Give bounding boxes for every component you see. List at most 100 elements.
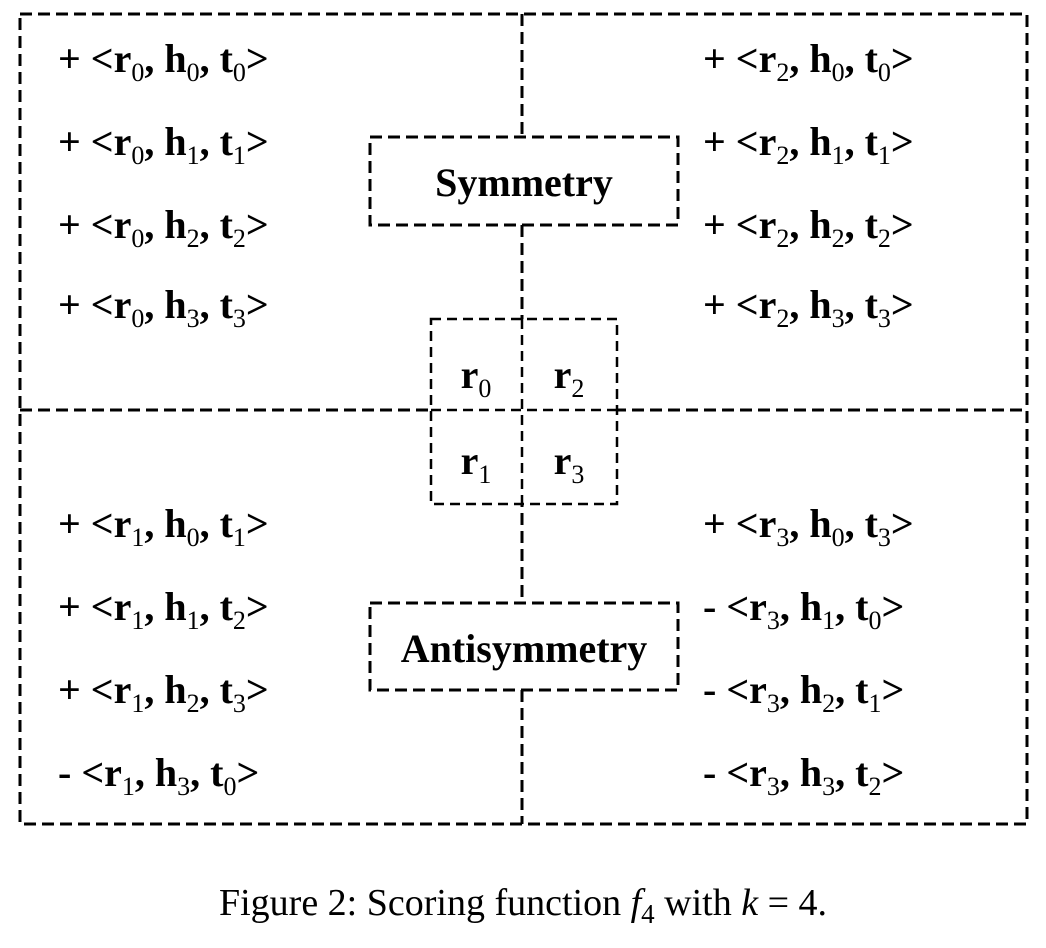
term-r-index: 0 [131,141,144,170]
figure-caption: Figure 2: Scoring function f4 with k = 4… [219,882,827,929]
term-r-index: 0 [131,224,144,253]
antisymmetry-box [368,601,680,692]
term-sign-open-r: + <r [703,36,776,81]
term-sign-open-r: + <r [58,501,131,546]
term-t-index: 3 [233,304,246,333]
term-t: , t [200,119,234,164]
term-t: , t [200,667,234,712]
term-h: , h [780,750,822,795]
term-h-index: 3 [187,304,200,333]
symmetry-label: Symmetry [435,160,613,205]
term-close: > [881,667,904,712]
term-t-index: 3 [878,523,891,552]
term-t: , t [845,202,879,247]
term-sign-open-r: - <r [703,667,767,712]
term-r-index: 3 [767,606,780,635]
term-close: > [891,202,914,247]
term-h: , h [789,282,831,327]
term-top-left-0: + <r0, h0, t0> [58,36,269,87]
center-cell-index: 0 [478,374,491,403]
term-t-index: 3 [878,304,891,333]
term-t: , t [845,282,879,327]
term-bottom-left-1: + <r1, h1, t2> [58,584,269,635]
term-h: , h [789,202,831,247]
term-close: > [891,501,914,546]
term-t-index: 2 [233,224,246,253]
term-top-left-3: + <r0, h3, t3> [58,282,269,333]
term-bottom-left-0: + <r1, h0, t1> [58,501,269,552]
center-cell-base: r [554,438,572,483]
term-h: , h [135,750,177,795]
term-h-index: 1 [187,141,200,170]
term-close: > [246,119,269,164]
caption-k-symbol: k [741,882,759,924]
term-t: , t [200,36,234,81]
term-close: > [891,119,914,164]
term-t-index: 2 [233,606,246,635]
term-h-index: 3 [832,304,845,333]
center-grid-box [429,317,619,506]
term-t-index: 2 [878,224,891,253]
center-cell-r1: r1 [461,438,492,489]
term-bottom-right-1: - <r3, h1, t0> [703,584,904,635]
term-h-index: 0 [187,58,200,87]
term-sign-open-r: + <r [58,36,131,81]
term-t-index: 1 [233,523,246,552]
term-r-index: 3 [767,772,780,801]
term-top-right-0: + <r2, h0, t0> [703,36,914,87]
term-bottom-left-2: + <r1, h2, t3> [58,667,269,718]
term-bottom-right-0: + <r3, h0, t3> [703,501,914,552]
center-cell-base: r [461,438,479,483]
term-t-index: 0 [878,58,891,87]
term-r-index: 2 [776,141,789,170]
term-t-index: 1 [878,141,891,170]
term-close: > [881,750,904,795]
term-close: > [246,282,269,327]
term-h-index: 3 [177,772,190,801]
term-h: , h [789,501,831,546]
term-t-index: 1 [233,141,246,170]
term-t: , t [200,282,234,327]
term-h-index: 1 [187,606,200,635]
term-close: > [246,501,269,546]
term-top-right-1: + <r2, h1, t1> [703,119,914,170]
term-sign-open-r: + <r [58,119,131,164]
term-r-index: 3 [776,523,789,552]
symmetry-box [368,135,680,227]
outer-border [18,12,1029,826]
term-h-index: 0 [832,58,845,87]
term-top-right-3: + <r2, h3, t3> [703,282,914,333]
term-r-index: 2 [776,58,789,87]
term-top-left-2: + <r0, h2, t2> [58,202,269,253]
center-cell-base: r [554,352,572,397]
term-t-index: 0 [868,606,881,635]
term-t-index: 1 [868,689,881,718]
term-sign-open-r: + <r [703,119,776,164]
center-cell-index: 2 [571,374,584,403]
term-top-left-1: + <r0, h1, t1> [58,119,269,170]
term-bottom-right-3: - <r3, h3, t2> [703,750,904,801]
term-close: > [246,36,269,81]
term-r-index: 0 [131,304,144,333]
term-r-index: 1 [122,772,135,801]
term-t: , t [845,119,879,164]
term-t: , t [835,584,869,629]
term-sign-open-r: - <r [58,750,122,795]
term-h: , h [144,282,186,327]
term-h-index: 2 [832,224,845,253]
term-t: , t [200,501,234,546]
term-sign-open-r: + <r [703,282,776,327]
term-sign-open-r: + <r [703,202,776,247]
caption-middle: with [655,882,742,924]
term-h: , h [144,36,186,81]
term-bottom-left-3: - <r1, h3, t0> [58,750,259,801]
term-h: , h [144,202,186,247]
center-cell-r0: r0 [461,352,492,403]
term-t: , t [835,667,869,712]
term-h-index: 1 [822,606,835,635]
term-sign-open-r: - <r [703,750,767,795]
caption-value: 4. [799,882,828,924]
term-close: > [881,584,904,629]
